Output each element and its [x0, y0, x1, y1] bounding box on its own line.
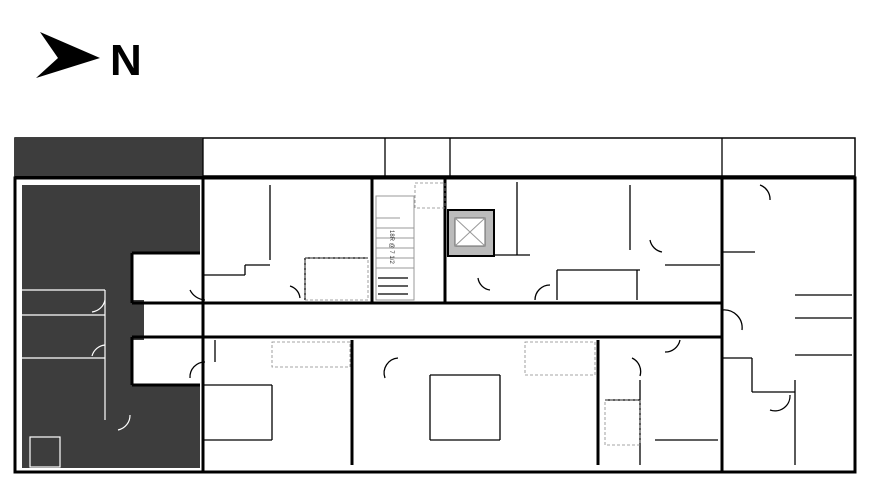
- elevator: [447, 209, 495, 257]
- north-rooms: [189, 178, 720, 303]
- building-outline: [13, 176, 857, 474]
- north-arrow-icon: [36, 32, 100, 78]
- east-rooms: [721, 184, 852, 465]
- north-label: N: [110, 36, 142, 85]
- shaded-area: [22, 185, 200, 468]
- south-rooms: [189, 339, 718, 465]
- stair-label: 18R @ 7 1/2: [388, 230, 394, 264]
- top-strip: [14, 137, 856, 177]
- stair: 18R @ 7 1/2: [375, 195, 415, 301]
- corridor: [130, 178, 724, 472]
